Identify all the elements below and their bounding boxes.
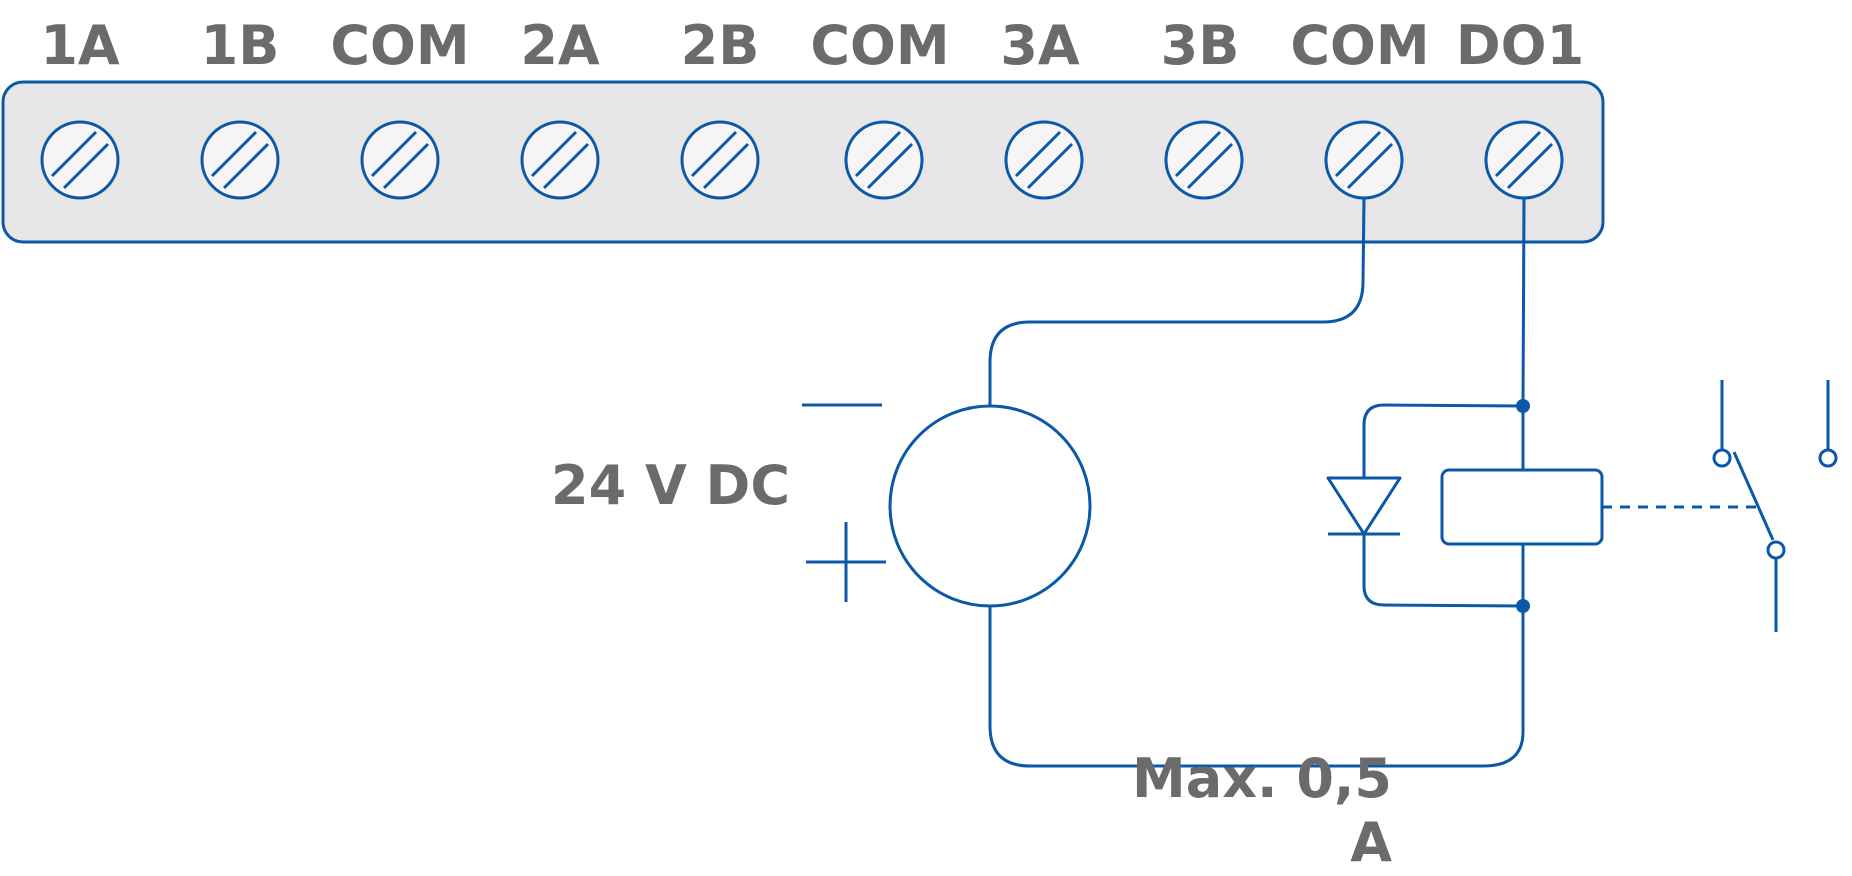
terminal-label-2b: 2B <box>681 14 760 77</box>
terminal-label-com-2: COM <box>810 14 949 77</box>
screw-com-3-icon <box>1324 120 1404 200</box>
terminal-label-1a: 1A <box>40 14 120 77</box>
screw-3b-icon <box>1164 120 1244 200</box>
wire-diode-top <box>1362 403 1525 480</box>
screw-2b-icon <box>680 120 760 200</box>
junction-bottom <box>1516 599 1530 613</box>
dc-supply-icon <box>802 403 1092 608</box>
junction-top <box>1516 399 1530 413</box>
terminal-screws <box>40 120 1564 200</box>
current-limit-label-line1: Max. 0,5 <box>1132 747 1392 810</box>
terminal-label-3a: 3A <box>1000 14 1080 77</box>
wire-do1-to-relay <box>1521 196 1526 472</box>
wire-return-loop <box>988 604 1525 768</box>
screw-com-1-icon <box>360 120 440 200</box>
supply-label: 24 V DC <box>551 454 790 517</box>
screw-1a-icon <box>40 120 120 200</box>
relay-contact-icon <box>1712 380 1838 632</box>
wire-diode-bottom <box>1362 532 1525 608</box>
screw-do1-icon <box>1484 120 1564 200</box>
terminal-label-2a: 2A <box>520 14 600 77</box>
diode-icon <box>1326 476 1402 536</box>
terminal-label-com-3: COM <box>1290 14 1429 77</box>
screw-1b-icon <box>200 120 280 200</box>
terminal-label-3b: 3B <box>1161 14 1240 77</box>
screw-2a-icon <box>520 120 600 200</box>
terminal-label-do1: DO1 <box>1456 14 1584 77</box>
wire-com-to-supply <box>988 196 1366 408</box>
screw-com-2-icon <box>844 120 924 200</box>
terminal-label-com-1: COM <box>330 14 469 77</box>
terminal-label-1b: 1B <box>201 14 280 77</box>
relay-coil-icon <box>1440 468 1604 546</box>
screw-3a-icon <box>1004 120 1084 200</box>
terminal-labels: 1A 1B COM 2A 2B COM 3A 3B COM DO1 <box>40 14 1584 77</box>
current-limit-label-line2: A <box>1350 811 1392 874</box>
